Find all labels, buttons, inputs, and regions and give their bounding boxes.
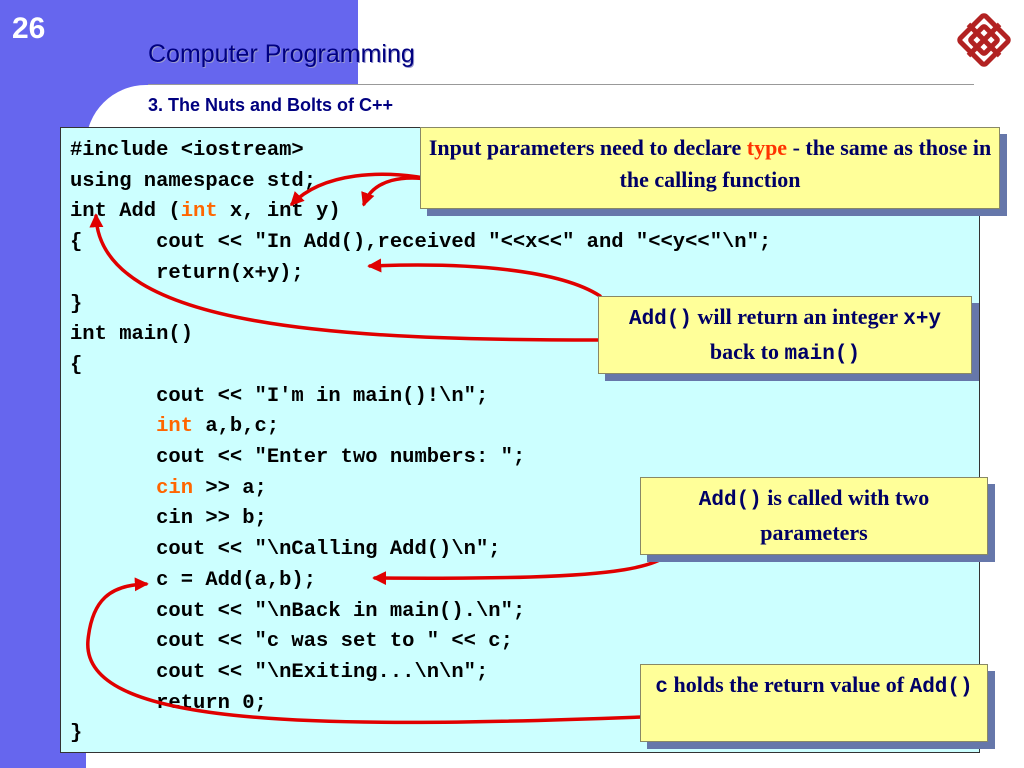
code-line-10-indent xyxy=(70,415,156,438)
code-line-4: { cout << "In Add(),received "<<x<<" and… xyxy=(70,231,772,255)
callout-called-code-add: Add() xyxy=(698,489,762,512)
keyword-int-decl: int xyxy=(156,415,194,439)
callout-return-text-mid: back to xyxy=(709,339,785,364)
code-line-17: cout << "c was set to " << c; xyxy=(70,630,513,654)
code-listing: #include <iostream> using namespace std; i… xyxy=(70,136,771,750)
code-line-10-end: a,b,c; xyxy=(193,415,280,439)
slide-subtitle: 3. The Nuts and Bolts of C++ xyxy=(148,95,394,115)
callout-return-value: Add() will return an integer x+y back to… xyxy=(598,296,972,374)
code-line-13: cin >> b; xyxy=(70,507,267,531)
code-line-1: #include <iostream> xyxy=(70,139,304,162)
slide-title: Computer Programming xyxy=(148,40,415,68)
code-line-12-indent xyxy=(70,477,156,500)
callout-called-text: is called with two parameters xyxy=(760,485,930,545)
slide-number: 26 xyxy=(12,12,46,45)
code-line-9: cout << "I'm in main()!\n"; xyxy=(70,384,489,408)
callout-holds-code-c: c xyxy=(655,676,668,699)
callout-holds-code-add: Add() xyxy=(909,676,973,699)
code-line-15: c = Add(a,b); xyxy=(70,568,317,592)
callout-params-text-start: Input parameters need to declare xyxy=(428,135,747,160)
callout-add-called: Add() is called with two parameters xyxy=(640,477,988,555)
code-line-16: cout << "\nBack in main().\n"; xyxy=(70,599,526,623)
title-divider xyxy=(148,84,974,85)
code-line-12: cin >> a; xyxy=(70,474,771,505)
code-line-20: } xyxy=(70,722,83,746)
code-line-3-end: x, int y) xyxy=(217,200,341,224)
callout-params-text-end: - the same as those in the calling funct… xyxy=(619,135,992,192)
keyword-cin: cin xyxy=(156,476,194,500)
code-line-6: } xyxy=(70,292,83,316)
code-line-10: int a,b,c; xyxy=(70,412,771,443)
callout-params-highlight: type xyxy=(746,135,788,160)
callout-parameter-types: Input parameters need to declare type - … xyxy=(420,127,1000,209)
code-line-12-end: >> a; xyxy=(193,476,267,500)
callout-holds-return: c holds the return value of Add() xyxy=(640,664,988,742)
callout-return-text-start: will return an integer xyxy=(691,304,904,329)
code-line-8: { xyxy=(70,353,83,377)
university-logo-icon xyxy=(957,13,1011,67)
callout-return-code-add: Add() xyxy=(628,308,692,331)
code-line-3-start: int Add ( xyxy=(70,200,181,224)
callout-return-code-main: main() xyxy=(784,343,861,366)
code-line-2: using namespace std; xyxy=(70,169,317,193)
code-line-11: cout << "Enter two numbers: "; xyxy=(70,446,526,470)
callout-holds-text: holds the return value of xyxy=(667,672,910,697)
callout-return-code-sum: x+y xyxy=(903,308,942,331)
code-line-5: return(x+y); xyxy=(70,261,304,285)
keyword-int-param: int xyxy=(180,200,218,224)
